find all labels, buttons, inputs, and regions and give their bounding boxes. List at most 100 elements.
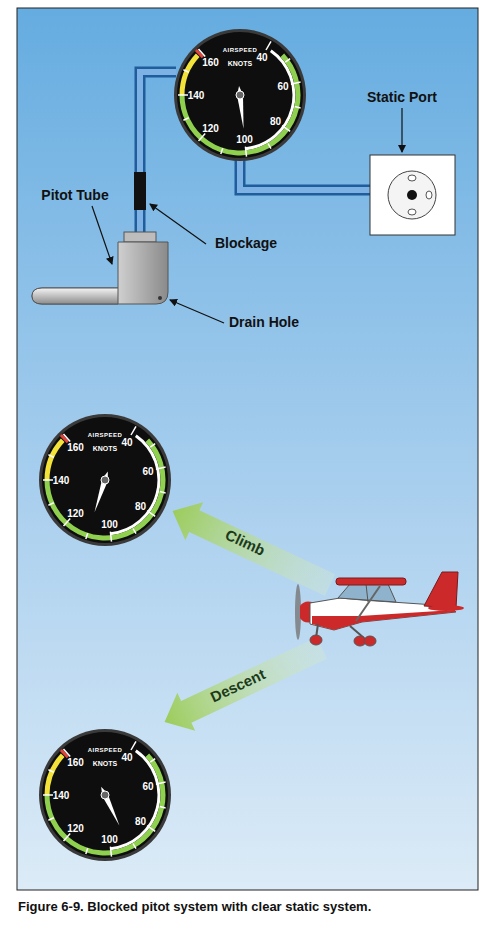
static-port [370,155,455,235]
dial-number: 100 [101,833,118,844]
needle [101,787,119,826]
tick [268,144,271,149]
needle-hub [236,91,244,99]
tick [64,519,71,527]
caution-arc [182,55,198,95]
tick [147,511,155,517]
dial-number: 120 [202,122,219,133]
figure-caption: Figure 6-9. Blocked pitot system with cl… [18,900,371,914]
tick [245,147,246,157]
tick [86,848,88,854]
dial-number: 100 [101,518,118,529]
part-label: Pitot Tube [41,188,108,203]
dial-number: 160 [67,442,84,453]
dial-number: 140 [53,790,70,801]
gauge-bezel [174,29,306,161]
tick [48,455,53,457]
tick [48,818,53,820]
gauge-title: AIRSPEED [223,47,258,54]
caution-arc [47,440,63,480]
tick [150,444,155,448]
dial-number: 160 [202,57,219,68]
dial-number: 80 [270,115,281,126]
tick [221,148,223,154]
dial-number: 40 [121,436,132,447]
tick [48,503,53,505]
tick [183,118,188,120]
airspeed-indicator [174,29,306,161]
tick [156,782,166,784]
airspeed-indicator [39,414,171,546]
dial-number: 120 [67,822,84,833]
tick [131,741,136,750]
dial-number: 140 [188,90,205,101]
gauge-bezel [39,729,171,861]
tick [160,807,166,808]
tick [110,532,111,542]
caution-arc [47,755,63,795]
dial-number: 80 [135,500,146,511]
needle-hub [101,791,109,799]
gauge-unit: KNOTS [93,445,118,453]
tick [178,94,188,96]
static-line [240,158,370,190]
dial-number: 40 [121,751,132,762]
gauge-unit: KNOTS [93,760,118,768]
gauge-face [42,732,168,858]
tick [160,492,166,493]
tick [64,834,71,842]
airspeed-indicators [39,29,306,861]
pitot-tube [32,232,168,304]
tick [147,826,155,832]
tick [266,41,271,50]
gauge-title: AIRSPEED [88,432,123,439]
tick [156,467,166,469]
tick [199,49,206,57]
climb-arrow [164,492,339,604]
descent-arrow [156,629,331,741]
airplane [295,572,464,646]
tick [133,529,136,534]
tick [86,533,88,539]
tick [285,59,290,63]
gauge-bezel [39,414,171,546]
part-label: Static Port [367,90,437,105]
dial-number: 60 [142,465,153,476]
dial-number: 100 [236,133,253,144]
tick [64,434,71,442]
dial-number: 40 [256,51,267,62]
green-arc [47,755,163,853]
tick [131,426,136,435]
airspeed-indicator [39,729,171,861]
part-label: Blockage [215,236,277,251]
dial-number: 140 [53,475,70,486]
dial-number: 60 [142,780,153,791]
gauge-face [42,417,168,543]
dial-number: 120 [67,507,84,518]
green-arc [182,55,298,153]
tick [133,844,136,849]
gauge-unit: KNOTS [228,60,253,68]
tick [43,794,53,796]
dial-number: 160 [67,757,84,768]
tick [183,70,188,72]
dial-number: 80 [135,815,146,826]
tick [199,134,206,142]
dial-number: 60 [277,80,288,91]
sky-panel [17,8,478,890]
tick [150,759,155,763]
tick [110,847,111,857]
tick [48,770,53,772]
gauge-face [177,32,303,158]
part-label: Drain Hole [229,315,299,330]
tick [43,479,53,481]
leader-lines [92,108,402,323]
tick [295,107,301,108]
gauge-title: AIRSPEED [88,747,123,754]
tick [64,749,71,757]
tick [282,126,290,132]
green-arc [47,440,163,538]
needle-hub [101,476,109,484]
blockage [134,172,146,210]
